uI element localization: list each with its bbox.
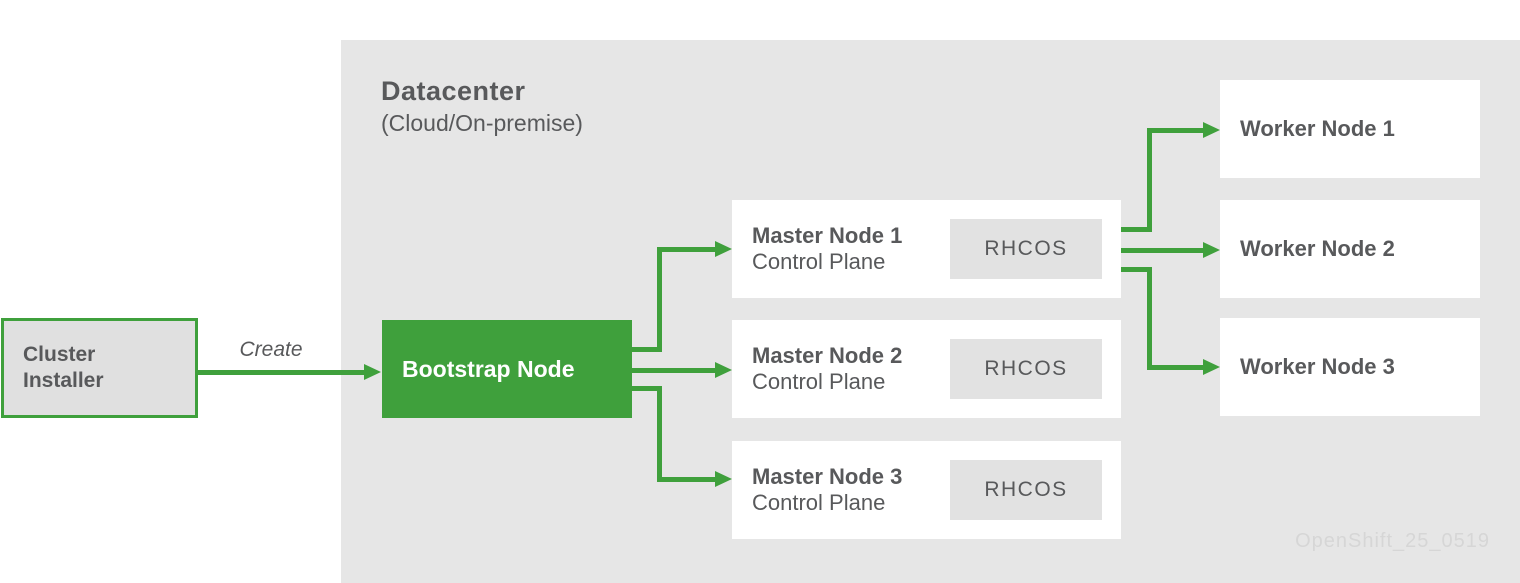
master-node-1-subtitle: Control Plane (752, 249, 886, 274)
create-label: Create (239, 338, 303, 361)
connector-master1-worker2-line (1121, 248, 1204, 253)
connector-bootstrap-master1-line (657, 247, 716, 252)
connector-bootstrap-master3-vertical (657, 386, 662, 482)
connector-create-line (198, 370, 366, 375)
arrowhead-icon (715, 471, 732, 487)
datacenter-subtitle: (Cloud/On-premise) (381, 110, 583, 136)
watermark-label: OpenShift_25_0519 (1295, 530, 1490, 552)
rhcos-badge: RHCOS (950, 460, 1102, 520)
arrowhead-icon (715, 241, 732, 257)
master-node-2-text: Master Node 2 Control Plane (752, 343, 902, 395)
master-node-3-title: Master Node 3 (752, 464, 903, 490)
arrowhead-icon (364, 364, 381, 380)
connector-bootstrap-master1-vertical (657, 247, 662, 352)
connector-bootstrap-master2-line (632, 368, 716, 373)
arrowhead-icon (1203, 122, 1220, 138)
master-node-2-subtitle: Control Plane (752, 369, 886, 394)
connector-master1-worker3-stub (1121, 267, 1152, 272)
connector-master1-worker1-stub (1121, 227, 1152, 232)
rhcos-badge: RHCOS (950, 219, 1102, 279)
connector-bootstrap-master3-line (657, 477, 716, 482)
connector-bootstrap-master3-stub (632, 386, 662, 391)
master-node-3-box: Master Node 3 Control Plane RHCOS (732, 441, 1121, 539)
master-node-2-box: Master Node 2 Control Plane RHCOS (732, 320, 1121, 418)
cluster-installer-box: Cluster Installer (1, 318, 198, 418)
worker-node-1-box: Worker Node 1 (1220, 80, 1480, 178)
worker-node-2-box: Worker Node 2 (1220, 200, 1480, 298)
bootstrap-node-label: Bootstrap Node (402, 355, 575, 382)
rhcos-badge: RHCOS (950, 339, 1102, 399)
arrowhead-icon (1203, 359, 1220, 375)
master-node-2-title: Master Node 2 (752, 343, 903, 369)
bootstrap-node-box: Bootstrap Node (382, 320, 632, 418)
worker-node-3-box: Worker Node 3 (1220, 318, 1480, 416)
master-node-1-text: Master Node 1 Control Plane (752, 223, 902, 275)
connector-master1-worker3-line (1147, 365, 1204, 370)
master-node-3-subtitle: Control Plane (752, 490, 886, 515)
arrowhead-icon (715, 362, 732, 378)
cluster-installer-label-line2: Installer (23, 369, 104, 392)
connector-master1-worker1-line (1147, 128, 1204, 133)
connector-bootstrap-master1-stub (632, 347, 662, 352)
connector-master1-worker3-vertical (1147, 267, 1152, 370)
master-node-3-text: Master Node 3 Control Plane (752, 464, 902, 516)
master-node-1-title: Master Node 1 (752, 223, 903, 249)
worker-node-1-label: Worker Node 1 (1240, 116, 1395, 141)
cluster-installer-label-line1: Cluster (23, 343, 96, 367)
arrowhead-icon (1203, 242, 1220, 258)
worker-node-2-label: Worker Node 2 (1240, 236, 1395, 261)
worker-node-3-label: Worker Node 3 (1240, 354, 1395, 379)
connector-master1-worker1-vertical (1147, 128, 1152, 232)
master-node-1-box: Master Node 1 Control Plane RHCOS (732, 200, 1121, 298)
datacenter-title: Datacenter (381, 76, 526, 106)
